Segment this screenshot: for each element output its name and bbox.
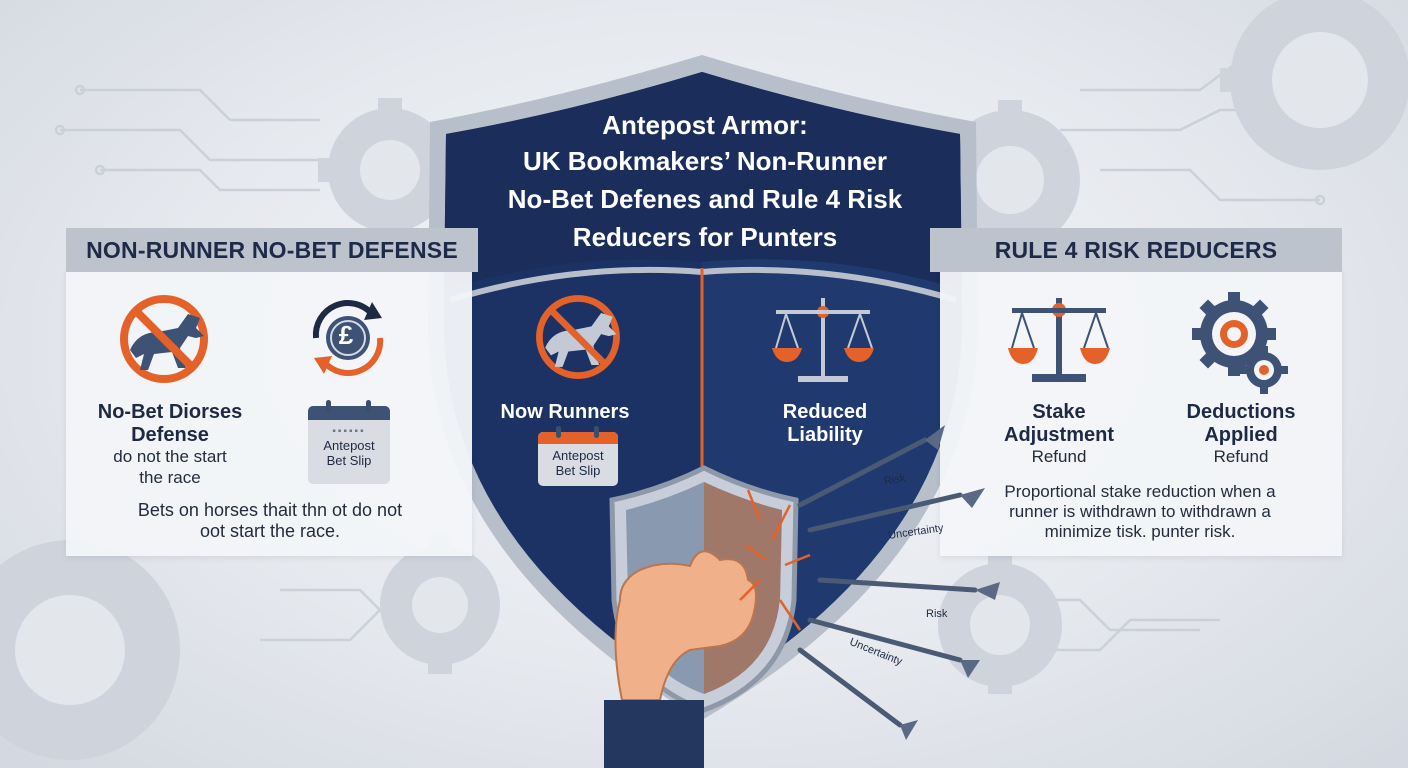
right-item1-sub: Refund (1031, 447, 1087, 466)
center-right-label-line1: Reduced (782, 401, 868, 423)
title-line-1: Antepost Armor: (602, 110, 808, 140)
slip-line-2: Bet Slip (555, 463, 601, 478)
antepost-slip-center: Antepost Bet Slip (538, 426, 618, 486)
right-footer-line2: runner is withdrawn to withdrawn a (1009, 502, 1271, 521)
calendar-ring (326, 400, 331, 412)
left-item1-title-line1: No-Bet Diorses (97, 401, 243, 423)
left-panel-header: NON-RUNNER NO-BET DEFENSE (66, 228, 478, 272)
left-item1-sub-line2: the race (139, 468, 201, 487)
calendar-ring (594, 426, 599, 438)
center-right-label-line2: Liability (787, 424, 863, 446)
slip-line-2: Bet Slip (326, 453, 372, 468)
title-line-4: Reducers for Punters (572, 222, 838, 252)
scales-icon (1008, 298, 1110, 382)
left-item1-title-line2: Defense (131, 424, 209, 446)
calendar-icon (538, 432, 618, 444)
scales-icon-center (772, 298, 874, 382)
center-left-label: Now Runners (500, 401, 630, 423)
left-footer-line1: Bets on horses thait thn ot do not (137, 500, 403, 520)
right-footer-line3: minimize tisk. punter risk. (1044, 522, 1236, 541)
gears-icon (1192, 292, 1288, 394)
right-panel (940, 270, 1342, 556)
right-item1-title-line1: Stake (1032, 401, 1086, 423)
calendar-grid: ▪▪▪▪▪▪ (332, 426, 366, 437)
no-horse-icon-center (536, 295, 620, 379)
title-line-3: No-Bet Defenes and Rule 4 Risk (507, 184, 903, 214)
title-line-2: UK Bookmakers’ Non-Runner (522, 146, 888, 176)
right-footer-line1: Proportional stake reduction when a (1004, 482, 1276, 501)
pound-cycle-icon (312, 300, 384, 376)
left-item1-sub-line1: do not the start (113, 447, 227, 466)
pound-symbol: £ (338, 320, 354, 350)
calendar-ring (556, 426, 561, 438)
no-horse-icon (120, 295, 208, 383)
arrow-label-risk-2: Risk (926, 608, 948, 620)
calendar-ring (366, 400, 371, 412)
antepost-slip-left: ▪▪▪▪▪▪ Antepost Bet Slip (308, 400, 390, 484)
right-item1-title-line2: Adjustment (1004, 424, 1114, 446)
right-item2-title-line2: Applied (1204, 424, 1278, 446)
slip-line-1: Antepost (323, 438, 375, 453)
shield-title: Antepost Armor: UK Bookmakers’ Non-Runne… (450, 108, 960, 256)
left-footer-line2: oot start the race. (199, 521, 341, 541)
slip-line-1: Antepost (552, 448, 604, 463)
right-item2-sub: Refund (1213, 447, 1269, 466)
calendar-icon (308, 406, 390, 420)
right-item2-title-line1: Deductions (1186, 401, 1296, 423)
right-panel-header: RULE 4 RISK REDUCERS (930, 228, 1342, 272)
